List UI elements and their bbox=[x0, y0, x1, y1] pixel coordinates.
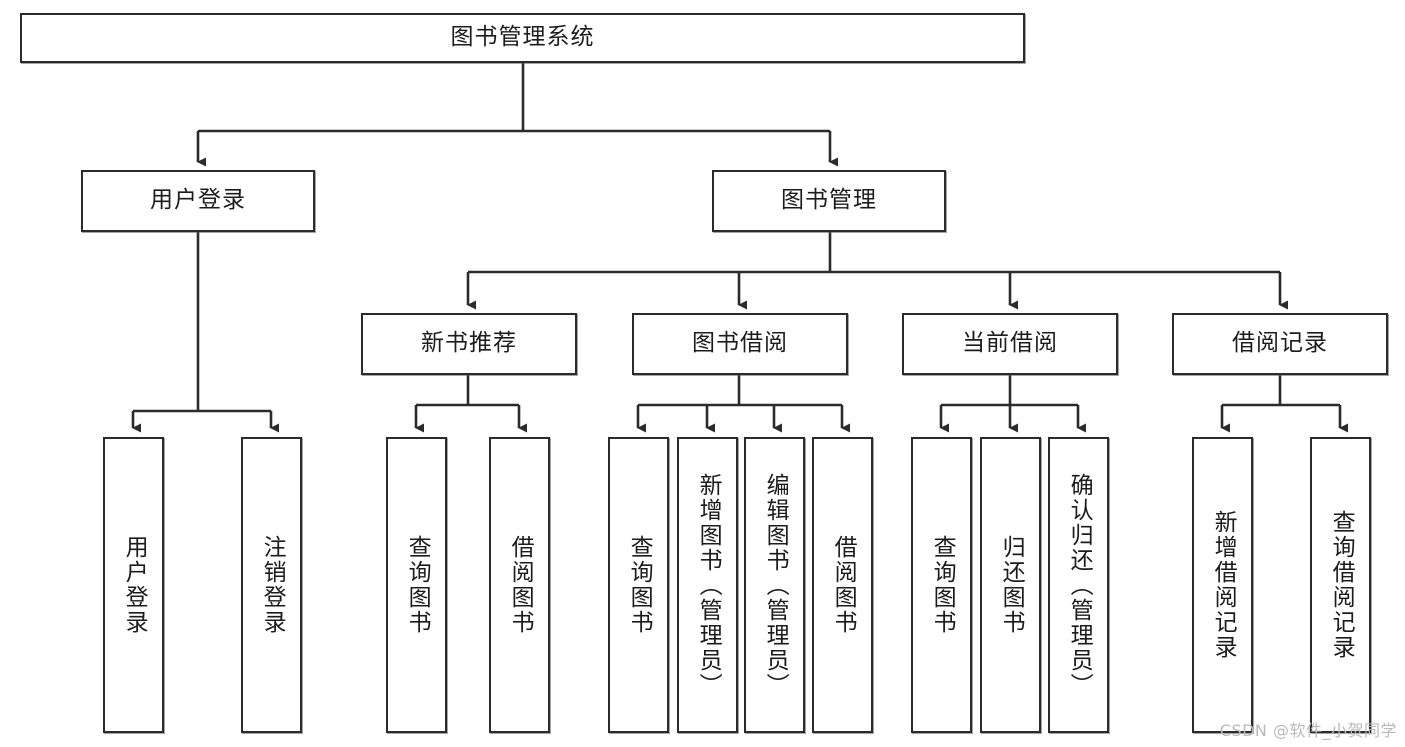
csdn-watermark: CSDN @软件_小贺同学 bbox=[1219, 721, 1397, 740]
node-label: 新增借阅记录 bbox=[1210, 510, 1237, 660]
leaf-user-login[interactable]: 用户登录 bbox=[103, 437, 164, 733]
node-label: 编辑图书（管理员） bbox=[762, 472, 789, 698]
node-label: 确认归还（管理员） bbox=[1066, 472, 1093, 698]
node-label: 查询图书 bbox=[929, 535, 956, 635]
node-label: 图书借阅 bbox=[692, 330, 788, 357]
node-label: 新增图书（管理员） bbox=[695, 472, 722, 698]
node-label: 查询图书 bbox=[404, 535, 431, 635]
node-label: 查询借阅记录 bbox=[1328, 510, 1355, 660]
node-user-login[interactable]: 用户登录 bbox=[81, 170, 315, 232]
leaf-query-book-current[interactable]: 查询图书 bbox=[911, 437, 972, 733]
leaf-logout[interactable]: 注销登录 bbox=[241, 437, 302, 733]
node-label: 图书管理 bbox=[781, 187, 877, 214]
leaf-query-book-new[interactable]: 查询图书 bbox=[386, 437, 447, 733]
node-label: 借阅记录 bbox=[1232, 330, 1328, 357]
node-root-book-management-system[interactable]: 图书管理系统 bbox=[20, 13, 1025, 63]
node-label: 当前借阅 bbox=[962, 330, 1058, 357]
node-label: 注销登录 bbox=[259, 535, 286, 635]
leaf-add-book-admin[interactable]: 新增图书（管理员） bbox=[677, 437, 738, 733]
leaf-return-book[interactable]: 归还图书 bbox=[980, 437, 1041, 733]
node-label: 用户登录 bbox=[121, 535, 148, 635]
leaf-edit-book-admin[interactable]: 编辑图书（管理员） bbox=[744, 437, 805, 733]
node-label: 新书推荐 bbox=[421, 330, 517, 357]
node-label: 借阅图书 bbox=[830, 535, 857, 635]
node-label: 用户登录 bbox=[150, 187, 246, 214]
leaf-query-borrow-record[interactable]: 查询借阅记录 bbox=[1310, 437, 1371, 733]
node-book-borrow[interactable]: 图书借阅 bbox=[632, 313, 848, 375]
node-book-management[interactable]: 图书管理 bbox=[712, 170, 946, 232]
leaf-confirm-return-admin[interactable]: 确认归还（管理员） bbox=[1048, 437, 1109, 733]
node-label: 借阅图书 bbox=[507, 535, 534, 635]
node-label: 查询图书 bbox=[626, 535, 653, 635]
node-label: 图书管理系统 bbox=[450, 24, 595, 51]
node-label: 归还图书 bbox=[998, 535, 1025, 635]
leaf-borrow-book[interactable]: 借阅图书 bbox=[812, 437, 873, 733]
node-borrow-record[interactable]: 借阅记录 bbox=[1172, 313, 1388, 375]
node-new-book-recommend[interactable]: 新书推荐 bbox=[361, 313, 577, 375]
leaf-add-borrow-record[interactable]: 新增借阅记录 bbox=[1192, 437, 1253, 733]
leaf-borrow-book-new[interactable]: 借阅图书 bbox=[489, 437, 550, 733]
node-current-borrow[interactable]: 当前借阅 bbox=[902, 313, 1118, 375]
leaf-query-book-borrow[interactable]: 查询图书 bbox=[608, 437, 669, 733]
